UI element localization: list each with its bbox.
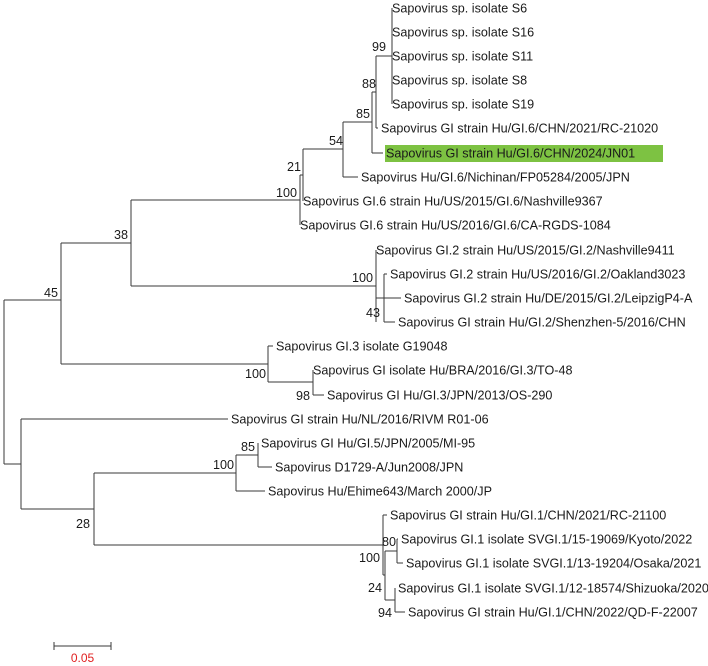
bootstrap-value: 99 (372, 40, 386, 54)
taxon-label: Sapovirus GI.2 strain Hu/DE/2015/GI.2/Le… (404, 292, 693, 306)
bootstrap-value: 80 (382, 535, 396, 549)
taxon-label: Sapovirus sp. isolate S8 (392, 74, 527, 88)
bootstrap-support-values: 9988855421100381004345100988510028801002… (44, 40, 396, 620)
bootstrap-value: 43 (366, 306, 380, 320)
taxon-label: Sapovirus sp. isolate S19 (392, 98, 534, 112)
taxon-label: Sapovirus GI.1 isolate SVGI.1/15-19069/K… (401, 533, 692, 547)
bootstrap-value: 85 (241, 440, 255, 454)
taxon-label: Sapovirus GI strain Hu/GI.6/CHN/2024/JN0… (386, 147, 635, 161)
taxon-label: Sapovirus GI strain Hu/GI.1/CHN/2021/RC-… (390, 509, 666, 523)
tree-branches (3, 8, 405, 613)
bootstrap-value: 24 (368, 581, 382, 595)
taxon-label: Sapovirus Hu/GI.6/Nichinan/FP05284/2005/… (361, 171, 630, 185)
scale-bar-label: 0.05 (71, 651, 95, 665)
bootstrap-value: 28 (76, 517, 90, 531)
taxon-label: Sapovirus GI strain Hu/NL/2016/RIVM R01-… (231, 413, 489, 427)
bootstrap-value: 100 (213, 458, 234, 472)
taxon-label: Sapovirus sp. isolate S6 (392, 2, 527, 16)
taxon-label: Sapovirus GI strain Hu/GI.6/CHN/2021/RC-… (381, 122, 658, 136)
bootstrap-value: 85 (356, 107, 370, 121)
bootstrap-value: 100 (359, 551, 380, 565)
taxon-label: Sapovirus GI.1 isolate SVGI.1/13-19204/O… (406, 557, 701, 571)
bootstrap-value: 98 (296, 389, 310, 403)
taxon-label: Sapovirus GI isolate Hu/BRA/2016/GI.3/TO… (313, 364, 572, 378)
taxon-label: Sapovirus Hu/Ehime643/March 2000/JP (268, 485, 492, 499)
taxon-label: Sapovirus D1729-A/Jun2008/JPN (275, 461, 463, 475)
taxon-label: Sapovirus GI Hu/GI.5/JPN/2005/MI-95 (261, 437, 475, 451)
taxon-label: Sapovirus GI.6 strain Hu/US/2015/GI.6/Na… (303, 195, 603, 209)
bootstrap-value: 38 (114, 228, 128, 242)
highlight-box (385, 145, 663, 162)
bootstrap-value: 94 (378, 606, 392, 620)
bootstrap-value: 21 (287, 160, 301, 174)
bootstrap-value: 100 (245, 367, 266, 381)
taxon-label: Sapovirus GI Hu/GI.3/JPN/2013/OS-290 (327, 389, 552, 403)
taxon-label: Sapovirus GI.2 strain Hu/US/2015/GI.2/Na… (376, 244, 675, 258)
bootstrap-value: 54 (329, 134, 343, 148)
taxon-label: Sapovirus sp. isolate S16 (392, 26, 534, 40)
scale-bar: 0.05 (53, 642, 112, 665)
taxon-label: Sapovirus GI.6 strain Hu/US/2016/GI.6/CA… (300, 219, 611, 233)
bootstrap-value: 100 (352, 271, 373, 285)
taxon-label: Sapovirus GI strain Hu/GI.1/CHN/2022/QD-… (408, 606, 698, 620)
taxon-label: Sapovirus GI.3 isolate G19048 (276, 340, 448, 354)
taxon-label: Sapovirus GI strain Hu/GI.2/Shenzhen-5/2… (398, 316, 686, 330)
taxon-label: Sapovirus GI.1 isolate SVGI.1/12-18574/S… (398, 582, 708, 596)
bootstrap-value: 88 (362, 77, 376, 91)
taxon-label: Sapovirus GI.2 strain Hu/US/2016/GI.2/Oa… (390, 268, 685, 282)
taxon-label: Sapovirus sp. isolate S11 (392, 50, 533, 64)
bootstrap-value: 100 (276, 186, 297, 200)
bootstrap-value: 45 (44, 286, 58, 300)
leaf-labels: Sapovirus sp. isolate S6 Sapovirus sp. is… (231, 2, 708, 620)
